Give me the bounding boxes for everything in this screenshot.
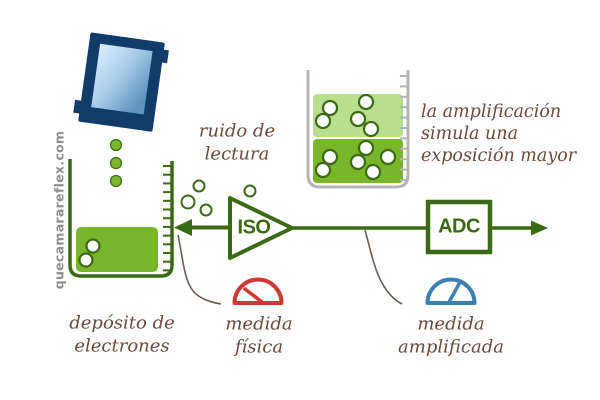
sensor-icon bbox=[73, 32, 169, 132]
electron-well bbox=[68, 159, 174, 278]
physical-gauge-icon bbox=[232, 277, 284, 305]
well-electrons bbox=[78, 238, 101, 268]
gauge-needle-high bbox=[447, 282, 461, 304]
connector-well-to-gauge bbox=[177, 234, 222, 305]
connector-line-to-gauge bbox=[364, 229, 403, 305]
read-noise-electrons bbox=[180, 179, 257, 217]
amplification-note: la amplificación simula una exposición m… bbox=[421, 102, 577, 166]
arrowhead-right bbox=[531, 220, 548, 236]
sensor-screen bbox=[91, 43, 153, 115]
falling-electrons bbox=[109, 138, 123, 188]
gauge-needle-low bbox=[243, 287, 264, 304]
site-watermark: quecamarareflex.com bbox=[51, 130, 67, 290]
iso-amplifier-symbol bbox=[228, 196, 294, 260]
amplified-beaker bbox=[306, 70, 410, 189]
amplified-measure-label: medida amplificada bbox=[398, 313, 504, 358]
beaker-bottom-electrons bbox=[314, 139, 397, 181]
amplified-gauge-icon bbox=[425, 277, 477, 305]
iso-node-label: ISO bbox=[237, 216, 271, 239]
well-liquid bbox=[76, 227, 158, 272]
electron-well-label: depósito de electrones bbox=[69, 312, 175, 357]
arrow-to-well bbox=[174, 219, 230, 236]
read-noise-label: ruido de lectura bbox=[198, 120, 276, 165]
arrowhead-left bbox=[174, 219, 192, 236]
beaker-scale-ticks bbox=[400, 75, 408, 181]
adc-box bbox=[425, 199, 493, 255]
output-arrow bbox=[490, 220, 548, 236]
well-scale-ticks bbox=[163, 165, 172, 272]
beaker-top-electrons bbox=[314, 93, 380, 138]
adc-node-label: ADC bbox=[438, 215, 480, 238]
physical-measure-label: medida física bbox=[225, 313, 293, 358]
